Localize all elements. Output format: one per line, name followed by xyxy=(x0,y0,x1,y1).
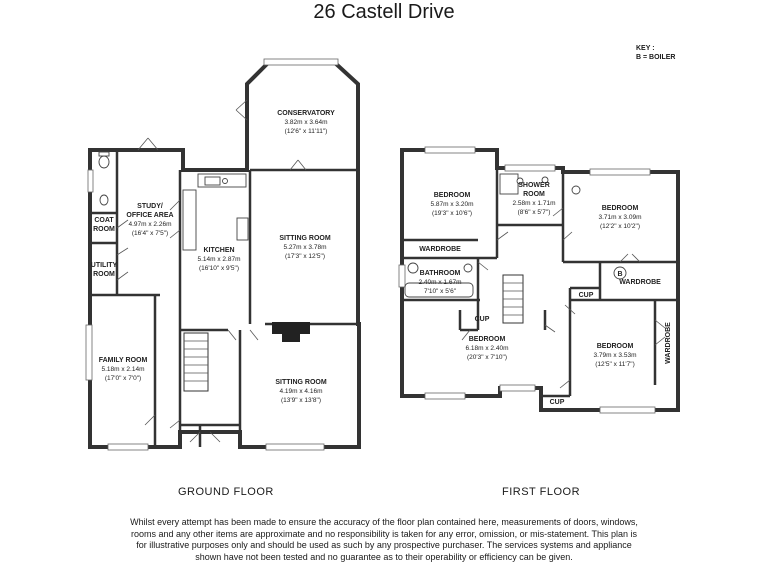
cup-3-label: CUP xyxy=(550,399,565,406)
kitchen-label: KITCHEN xyxy=(203,247,234,254)
first-floor-plan: B xyxy=(398,146,680,414)
boiler-symbol: B xyxy=(613,266,627,280)
family-room-label: FAMILY ROOM xyxy=(99,357,148,364)
ground-floor-interior-walls xyxy=(90,150,359,447)
sitting-room-2-metric: 4.19m x 4.16m xyxy=(280,388,323,395)
utility-room-label-2: ROOM xyxy=(93,271,115,278)
study-label: STUDY/ xyxy=(137,203,163,210)
wardrobe-3-label: WARDROBE xyxy=(665,322,672,364)
first-floor-doors xyxy=(461,207,666,389)
first-floor-staircase xyxy=(502,274,524,324)
shower-room-metric: 2.58m x 1.71m xyxy=(513,200,556,207)
bedroom-4-imperial: (12'5" x 11'7") xyxy=(595,361,635,368)
kitchen-imperial: (16'10" x 9'5") xyxy=(199,265,239,272)
shower-room-label-2: ROOM xyxy=(523,191,545,198)
ground-floor-staircase xyxy=(183,332,209,392)
shower-room-imperial: (8'6" x 5'7") xyxy=(518,209,551,216)
disclaimer-text: Whilst every attempt has been made to en… xyxy=(130,517,638,562)
first-floor-room-labels: BEDROOM 5.87m x 3.20m (19'3" x 10'6") SH… xyxy=(419,182,673,406)
chimney-breast xyxy=(272,322,310,334)
study-metric: 4.97m x 2.26m xyxy=(129,221,172,228)
wardrobe-2-label: WARDROBE xyxy=(619,279,661,286)
first-floor-label: FIRST FLOOR xyxy=(502,486,581,498)
bathroom-metric: 2.40m x 1.67m xyxy=(419,279,462,286)
bedroom-1-imperial: (19'3" x 10'6") xyxy=(432,210,472,217)
key-heading: KEY : xyxy=(636,45,655,52)
study-imperial: (16'4" x 7'5") xyxy=(132,230,168,237)
bedroom-4-label: BEDROOM xyxy=(597,343,634,350)
key-boiler: B = BOILER xyxy=(636,54,676,61)
coat-room-label-2: ROOM xyxy=(93,226,115,233)
bedroom-1-metric: 5.87m x 3.20m xyxy=(431,201,474,208)
bedroom-1-label: BEDROOM xyxy=(434,192,471,199)
wardrobe-1-label: WARDROBE xyxy=(419,246,461,253)
ground-floor-room-labels: CONSERVATORY 3.82m x 3.64m (12'6" x 11'1… xyxy=(91,110,335,404)
ground-floor-plan xyxy=(85,58,361,451)
boiler-marker: B xyxy=(617,271,622,278)
bedroom-3-metric: 6.18m x 2.40m xyxy=(466,345,509,352)
plan-title: 26 Castell Drive xyxy=(313,1,455,23)
ground-floor-windows xyxy=(85,58,339,451)
sitting-room-1-metric: 5.27m x 3.78m xyxy=(284,244,327,251)
study-label-2: OFFICE AREA xyxy=(126,212,173,219)
bathroom-label: BATHROOM xyxy=(420,270,461,277)
kitchen-metric: 5.14m x 2.87m xyxy=(198,256,241,263)
sitting-room-1-imperial: (17'3" x 12'5") xyxy=(285,253,325,260)
kitchen-fittings xyxy=(182,173,249,251)
family-room-metric: 5.18m x 2.14m xyxy=(102,366,145,373)
shower-room-label: SHOWER xyxy=(518,182,550,189)
sitting-room-2-imperial: (13'9" x 13'8") xyxy=(281,397,321,404)
bedroom-2-label: BEDROOM xyxy=(602,205,639,212)
bedroom-3-label: BEDROOM xyxy=(469,336,506,343)
ground-floor-doors xyxy=(116,99,307,443)
bedroom-2-metric: 3.71m x 3.09m xyxy=(599,214,642,221)
family-room-imperial: (17'0" x 7'0") xyxy=(105,375,141,382)
coat-room-label: COAT xyxy=(94,217,114,224)
bathroom-fittings xyxy=(404,262,474,298)
cup-1-label: CUP xyxy=(579,292,594,299)
sitting-room-2-label: SITTING ROOM xyxy=(275,379,327,386)
utility-room-label: UTILITY xyxy=(91,262,118,269)
sitting-room-1-label: SITTING ROOM xyxy=(279,235,331,242)
first-floor-windows xyxy=(398,146,656,414)
bedroom-3-imperial: (20'3" x 7'10") xyxy=(467,354,507,361)
ground-floor-label: GROUND FLOOR xyxy=(178,486,274,498)
cup-2-label: CUP xyxy=(475,316,490,323)
bedroom-4-metric: 3.79m x 3.53m xyxy=(594,352,637,359)
wc-fitting xyxy=(98,151,110,206)
bedroom-2-imperial: (12'2" x 10'2") xyxy=(600,223,640,230)
conservatory-label: CONSERVATORY xyxy=(277,110,335,117)
first-floor-interior-walls xyxy=(402,168,678,398)
conservatory-metric: 3.82m x 3.64m xyxy=(285,119,328,126)
conservatory-imperial: (12'6" x 11'11") xyxy=(285,128,328,135)
shower-room-fittings xyxy=(499,173,581,195)
bathroom-imperial: 7'10" x 5'6" xyxy=(424,288,457,295)
key-legend: KEY : B = BOILER xyxy=(636,44,675,62)
